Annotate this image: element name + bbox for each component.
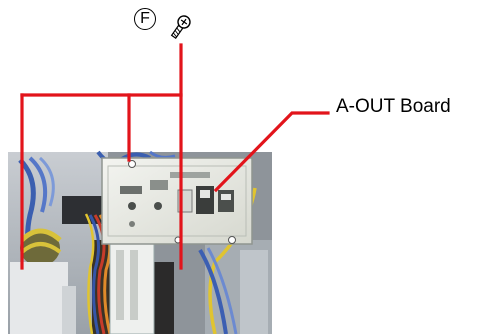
screw-icon xyxy=(170,15,191,40)
board-label: A-OUT Board xyxy=(336,96,451,117)
assembly-photo xyxy=(8,150,272,334)
screw-callout-letter: F xyxy=(134,8,156,30)
board-leader-line xyxy=(213,111,330,193)
leader-lines xyxy=(20,43,330,270)
